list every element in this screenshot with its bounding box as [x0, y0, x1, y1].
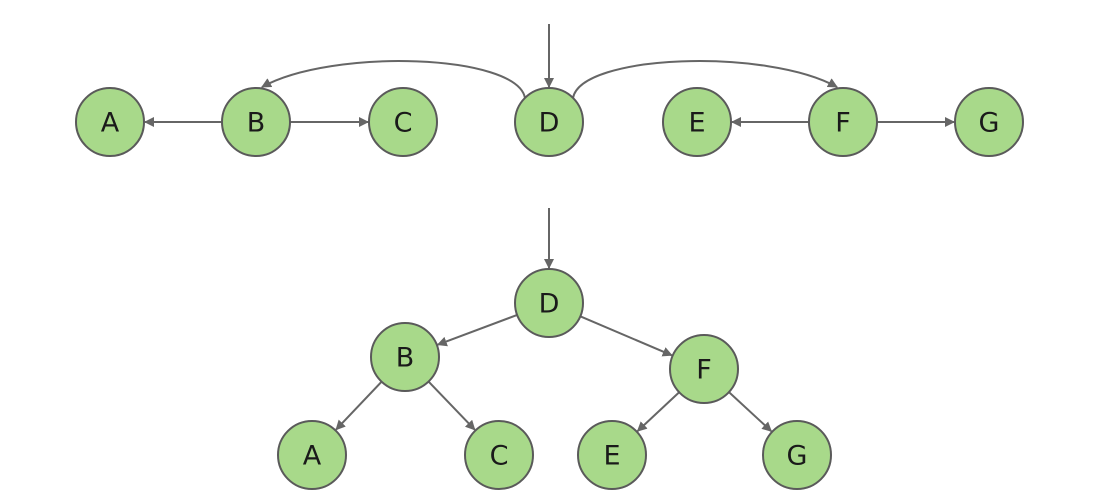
tree-node-circle — [762, 420, 832, 490]
tree-node-e: E — [577, 420, 647, 490]
list-node-e: E — [662, 87, 732, 157]
list-node-c: C — [368, 87, 438, 157]
list-node-b: B — [221, 87, 291, 157]
tree-edge-f-g — [728, 391, 773, 432]
list-node-a: A — [75, 87, 145, 157]
list-node-label: G — [979, 108, 1000, 139]
tree-node-label: B — [396, 343, 415, 374]
list-edge-d-f — [572, 60, 838, 99]
list-node-label: F — [835, 108, 851, 139]
tree-node-circle — [277, 420, 347, 490]
tree-edge-d-f — [579, 315, 673, 357]
edges-layer — [144, 24, 955, 432]
tree-node-c: C — [464, 420, 534, 490]
tree-edge-f-e — [636, 391, 680, 432]
tree-node-a: A — [277, 420, 347, 490]
list-node-circle — [221, 87, 291, 157]
list-node-circle — [514, 87, 584, 157]
list-node-label: E — [688, 108, 705, 139]
list-node-g: G — [954, 87, 1024, 157]
nodes-layer: A B C D E F G D B F A C E G — [75, 87, 1024, 490]
tree-edge-b-c — [427, 380, 476, 431]
tree-node-circle — [577, 420, 647, 490]
list-node-circle — [75, 87, 145, 157]
tree-node-label: G — [787, 441, 808, 472]
tree-node-circle — [370, 322, 440, 392]
list-node-label: C — [394, 108, 413, 139]
tree-node-g: G — [762, 420, 832, 490]
tree-node-circle — [514, 268, 584, 338]
tree-node-d: D — [514, 268, 584, 338]
list-node-circle — [368, 87, 438, 157]
tree-node-label: C — [490, 441, 509, 472]
tree-edge-b-a — [335, 380, 383, 431]
tree-node-label: E — [603, 441, 620, 472]
list-node-circle — [954, 87, 1024, 157]
tree-node-label: D — [539, 289, 560, 320]
tree-node-label: A — [303, 441, 322, 472]
tree-node-b: B — [370, 322, 440, 392]
list-node-f: F — [808, 87, 878, 157]
list-node-d: D — [514, 87, 584, 157]
list-node-circle — [808, 87, 878, 157]
tree-edge-d-b — [436, 314, 518, 347]
list-node-label: D — [539, 108, 560, 139]
tree-node-f: F — [669, 334, 739, 404]
tree-node-circle — [464, 420, 534, 490]
tree-node-circle — [669, 334, 739, 404]
list-node-circle — [662, 87, 732, 157]
tree-node-label: F — [696, 355, 712, 386]
list-edge-d-b — [261, 60, 526, 99]
list-node-label: B — [247, 108, 266, 139]
list-node-label: A — [101, 108, 120, 139]
